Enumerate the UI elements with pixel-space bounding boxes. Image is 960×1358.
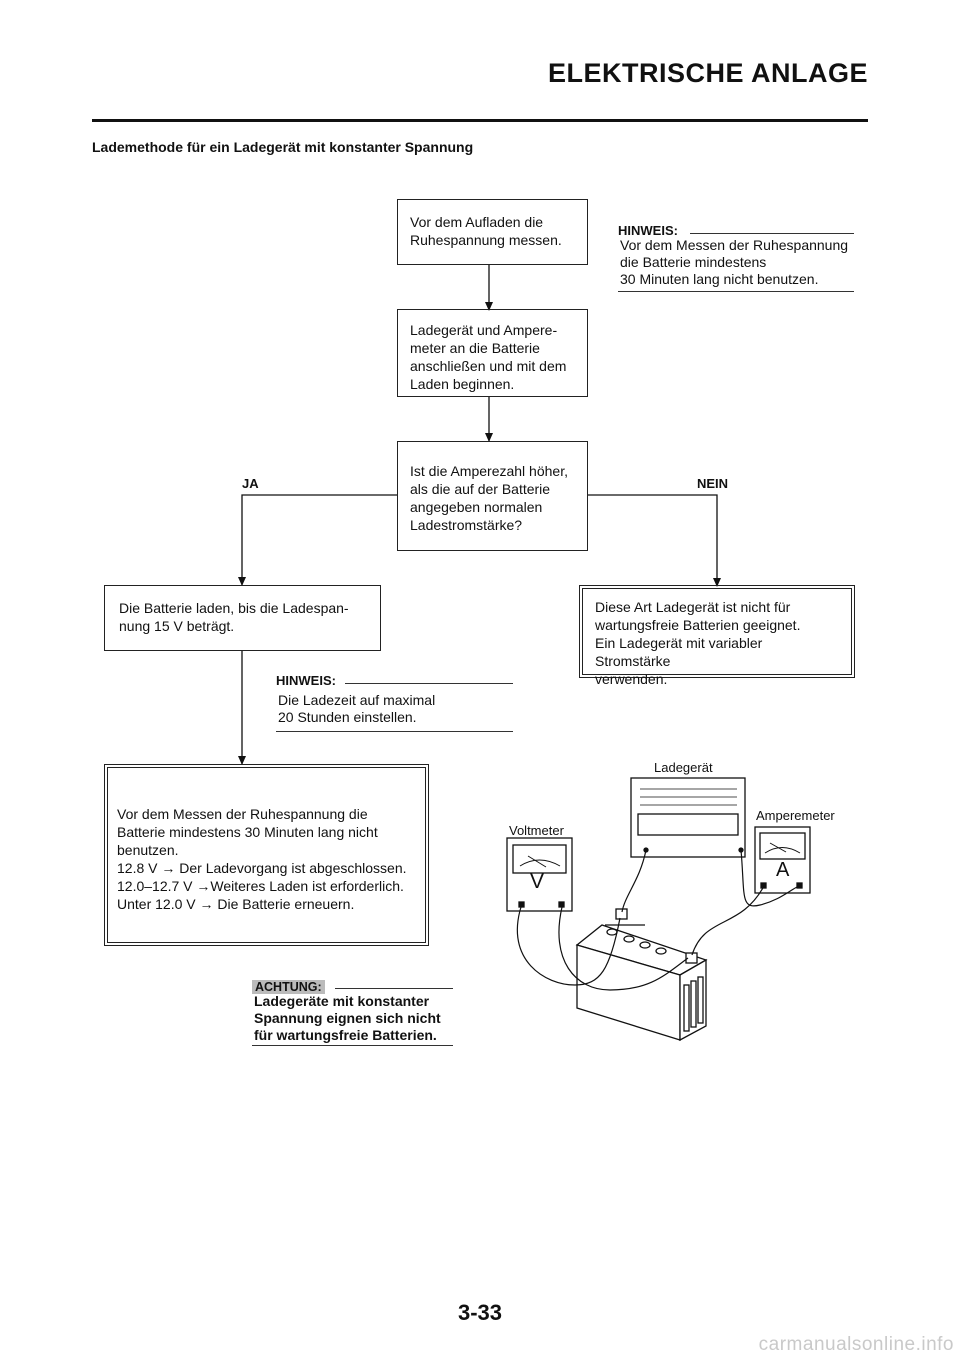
flow-decision-text: Ist die Amperezahl höher, als die auf de… — [410, 463, 568, 533]
page-number: 3-33 — [457, 1300, 503, 1325]
flow-step-unsuitable: Diese Art Ladegerät ist nicht für wartun… — [579, 585, 855, 687]
note2-body: Die Ladezeit auf maximal 20 Stunden eins… — [278, 692, 436, 725]
note1-top-rule — [690, 233, 854, 234]
caution-bottom-rule — [252, 1045, 453, 1046]
voltmeter-label: Voltmeter — [509, 823, 564, 838]
voltmeter-dial — [512, 844, 567, 874]
caution-body: Ladegeräte mit konstanter Spannung eigne… — [254, 993, 441, 1043]
note2-top-rule — [345, 683, 513, 684]
battery-terminal-positive — [615, 908, 628, 920]
no-label: NEIN — [697, 476, 729, 491]
ammeter-dial — [759, 832, 806, 860]
section-subtitle: Lademethode für ein Ladegerät mit konsta… — [92, 139, 474, 155]
caution-heading-text: ACHTUNG: — [252, 980, 325, 994]
watermark: carmanualsonline.info — [758, 1334, 954, 1355]
flow-step-charge: Die Batterie laden, bis die Ladespan- nu… — [104, 585, 381, 651]
page-title: ELEKTRISCHE ANLAGE — [547, 58, 868, 88]
charger-label: Ladegerät — [654, 760, 713, 775]
voltmeter-symbol: V — [530, 870, 545, 893]
flow-step-charge-text: Die Batterie laden, bis die Ladespan- nu… — [119, 600, 349, 634]
note2-bottom-rule — [276, 731, 513, 732]
charger-display — [637, 813, 739, 836]
ammeter-label: Amperemeter — [756, 808, 835, 823]
ammeter-symbol: A — [776, 859, 790, 881]
connection-cables — [516, 849, 800, 991]
note1-body: Vor dem Messen der Ruhespannung die Batt… — [620, 237, 849, 287]
caution-heading: ACHTUNG: — [252, 978, 325, 996]
flow-step-final-check: Vor dem Messen der Ruhespannung die Batt… — [104, 764, 429, 946]
flow-step-connect-text: Ladegerät und Ampere- meter an die Batte… — [410, 322, 567, 392]
note1-bottom-rule — [618, 291, 854, 292]
caution-top-rule — [335, 988, 453, 989]
yes-label: JA — [242, 476, 259, 491]
note1-heading: HINWEIS: — [618, 223, 678, 238]
flow-step-measure-text: Vor dem Aufladen die Ruhespannung messen… — [410, 214, 562, 248]
flow-step-connect: Ladegerät und Ampere- meter an die Batte… — [397, 309, 588, 397]
connector-no — [587, 494, 718, 586]
battery-terminal-negative — [685, 952, 698, 964]
header-rule — [92, 119, 868, 122]
flow-decision-amperage: Ist die Amperezahl höher, als die auf de… — [397, 441, 588, 551]
note2-heading: HINWEIS: — [276, 673, 336, 688]
connector-yes — [241, 494, 397, 585]
flow-step-measure: Vor dem Aufladen die Ruhespannung messen… — [397, 199, 588, 265]
